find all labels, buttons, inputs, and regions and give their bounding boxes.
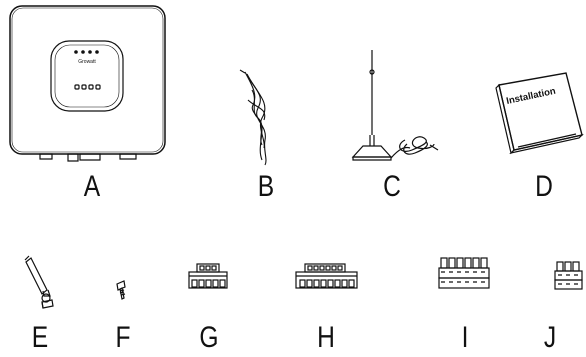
manual-icon: Installation (496, 73, 582, 153)
label-d: D (528, 172, 561, 202)
label-h: H (310, 323, 343, 353)
label-j: J (534, 323, 567, 353)
label-f: F (107, 323, 140, 353)
anchor-bolt-icon (25, 256, 53, 308)
terminal-block-large-icon (439, 258, 489, 288)
cable-icon (240, 70, 266, 165)
connector-large-icon (296, 264, 357, 288)
inverter-brand-text: Growatt (78, 59, 96, 65)
manual-title-text: Installation (505, 86, 557, 107)
label-i: I (449, 323, 482, 353)
connector-small-icon (189, 264, 227, 288)
label-e: E (24, 323, 57, 353)
label-c: C (376, 172, 409, 202)
label-b: B (250, 172, 283, 202)
label-a: A (76, 172, 109, 202)
inverter-icon: Growatt (10, 6, 165, 161)
terminal-block-small-icon (555, 262, 582, 289)
label-g: G (193, 323, 226, 353)
antenna-icon (353, 50, 438, 160)
screw-icon (117, 281, 125, 299)
